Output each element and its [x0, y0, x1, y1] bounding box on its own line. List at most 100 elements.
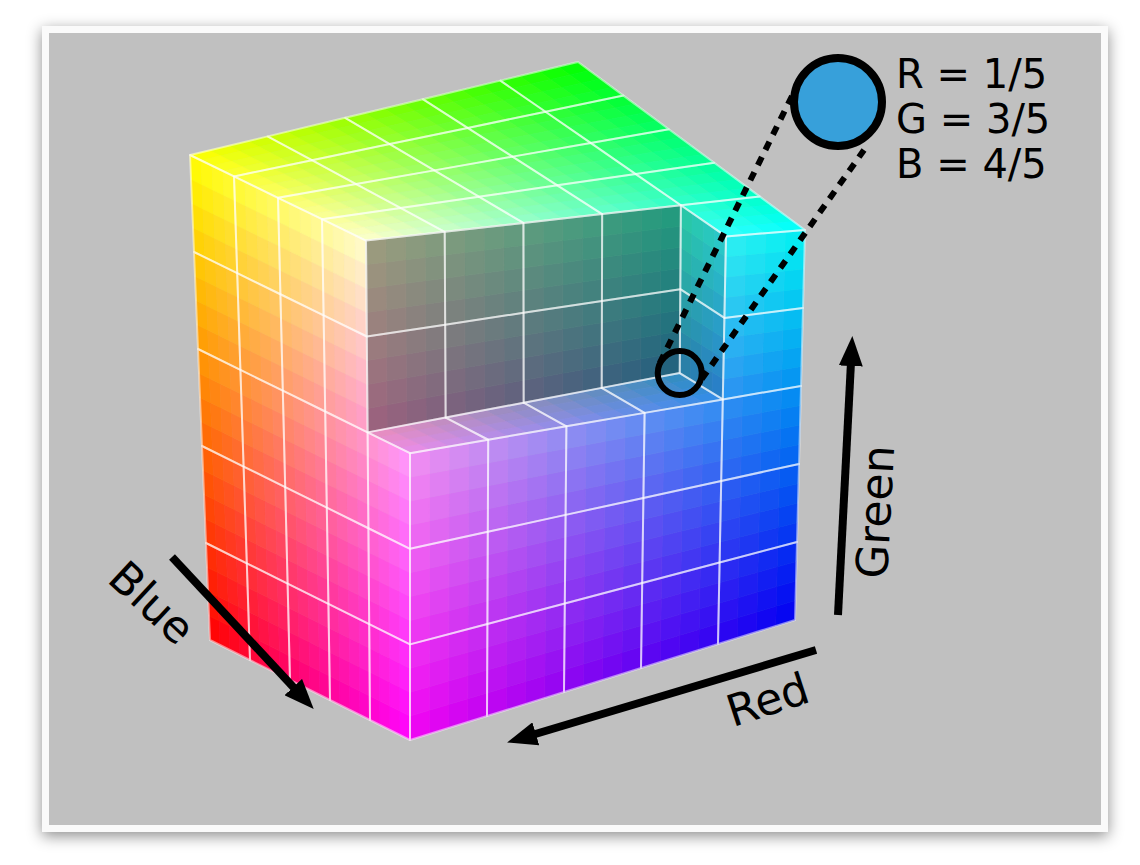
cube-facet [507, 478, 527, 505]
cube-facet [445, 368, 465, 395]
cube-facet [543, 351, 563, 377]
cube-cell-edge [723, 308, 803, 399]
cube-facet [702, 440, 722, 464]
cube-cell-edge [512, 143, 635, 185]
cube-facet [445, 253, 465, 279]
channel-value: R = 1/5 [896, 52, 1050, 97]
cube-facet [406, 257, 426, 283]
cube-facet [445, 322, 465, 348]
cube-facet [445, 276, 465, 302]
cube-facet [641, 334, 661, 359]
cube-facet [625, 434, 645, 459]
cube-facet [661, 226, 681, 250]
cube-cell-edge [234, 176, 280, 294]
cube-cell-edge [479, 185, 602, 223]
cube-cell-edge [488, 426, 567, 532]
cube-cell-edge [565, 498, 644, 604]
cube-facet [725, 275, 745, 297]
cube-cell-edge [345, 99, 467, 144]
cube-facet [641, 313, 661, 337]
cube-facet [504, 358, 524, 384]
cube-facet [723, 356, 743, 379]
cube-facet [465, 342, 485, 368]
cube-cell-edge [523, 214, 602, 313]
axis-label: Green [849, 444, 904, 580]
cube-facet [485, 361, 505, 387]
cube-facet [762, 350, 782, 373]
cube-facet [410, 497, 430, 525]
cube-facet [543, 285, 563, 310]
cube-facet [585, 463, 605, 489]
cube-facet [582, 214, 602, 238]
cube-facet [504, 245, 524, 270]
cube-facet [449, 490, 469, 517]
cube-cell-edge [681, 196, 805, 236]
cube-facet [783, 289, 803, 311]
cube-facet [445, 230, 465, 255]
cube-facet [523, 243, 543, 268]
cube-facet [743, 353, 763, 376]
cube-facet [621, 316, 641, 341]
cube-facet [644, 452, 664, 477]
cube-facet [449, 443, 469, 470]
cube-facet [602, 255, 622, 279]
cube-facet [468, 486, 488, 513]
cube-facet [387, 354, 407, 381]
cube-facet [745, 253, 765, 275]
cube-cell-edge [434, 157, 557, 197]
cube-cell-edge [724, 230, 805, 318]
cube-cell-edge [322, 219, 367, 336]
cube-facet [641, 207, 661, 231]
cube-cell-edge [500, 62, 623, 112]
cube-facet [784, 269, 804, 291]
cube-facet [602, 276, 622, 300]
cube-cell-edge [194, 252, 240, 370]
dotted-leader [702, 150, 864, 379]
swatch-circle [794, 58, 882, 146]
cube-facet [661, 268, 681, 292]
cube-facet [386, 283, 406, 309]
cube-cell-edge [234, 160, 356, 198]
cube-facet [449, 559, 468, 587]
cube-facet [465, 364, 485, 390]
cube-facet [663, 448, 683, 473]
cube-facet [641, 250, 661, 274]
cube-facet [543, 329, 563, 354]
cube-facet [726, 235, 746, 257]
cube-cell-edge [366, 232, 445, 337]
cube-facet [725, 255, 745, 277]
cube-cell-edge [202, 446, 247, 563]
cube-facet [366, 286, 386, 313]
cube-facet [386, 236, 406, 262]
cube-facet [405, 234, 425, 260]
cube-facet [464, 250, 484, 275]
cube-facet [504, 223, 524, 248]
cube-facet [410, 568, 429, 596]
cube-cell-edge [602, 205, 681, 301]
cube-facet [465, 273, 485, 299]
cube-facet [484, 293, 504, 319]
cube-facet [543, 307, 563, 332]
cube-facet [764, 291, 784, 313]
cube-facet [602, 212, 622, 236]
cube-facet [582, 236, 602, 260]
color-cube [190, 62, 805, 740]
cube-facet [722, 416, 742, 440]
cube-cell-edge [410, 532, 488, 645]
cube-cell-edge [566, 413, 645, 515]
cube-facet [504, 335, 524, 361]
cube-facet [566, 467, 586, 493]
cube-facet [582, 279, 602, 304]
cube-facet [386, 331, 406, 358]
cube-facet [386, 260, 406, 286]
cube-facet [543, 241, 563, 266]
cube-facet [782, 328, 802, 350]
cube-facet [488, 459, 508, 486]
channel-value: G = 3/5 [896, 97, 1050, 142]
cube-facet [763, 330, 783, 353]
swatch-circle-svg [788, 52, 888, 152]
sample-marker-circle [658, 351, 702, 395]
cube-facet [425, 232, 445, 258]
cube-facet [621, 295, 641, 319]
cube-cell-edge [268, 118, 390, 160]
